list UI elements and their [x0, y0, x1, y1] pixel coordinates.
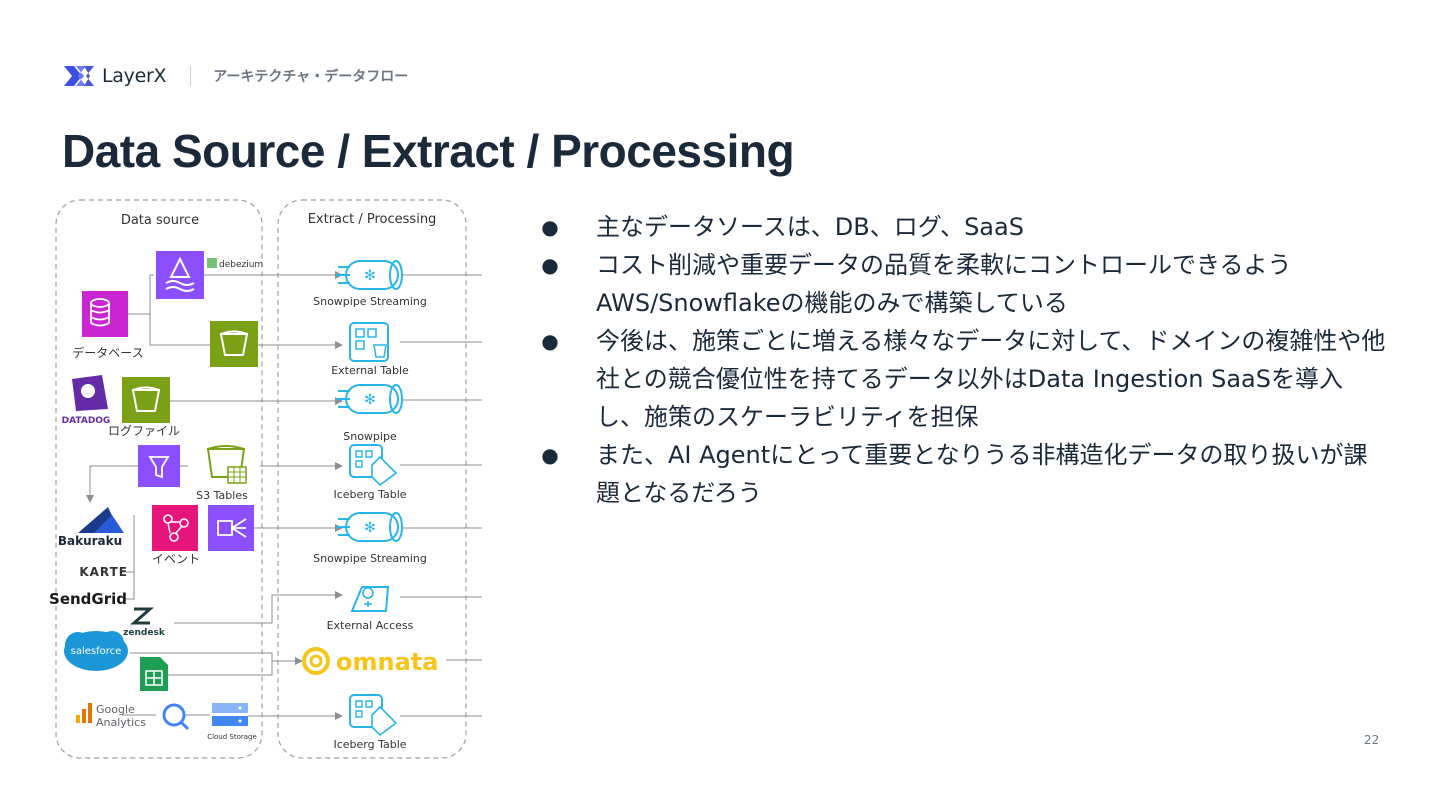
bakuraku-logo: Bakuraku [58, 507, 124, 548]
iceberg-table-icon-2 [349, 694, 398, 737]
diagram-label: Cloud Storage [207, 733, 257, 741]
cloud-storage-icon: Cloud Storage [207, 703, 257, 741]
omnata-logo: omnata [302, 647, 438, 676]
snowpipe-streaming-icon-1: ✻ [336, 260, 403, 290]
snowpipe-streaming-icon-2: ✻ [336, 512, 403, 542]
diagram-label: salesforce [71, 646, 122, 657]
sendgrid-logo: SendGrid [50, 590, 127, 608]
external-access-icon [350, 586, 390, 612]
karte-logo: KARTE [79, 565, 128, 579]
bigquery-icon [162, 703, 190, 731]
diagram-label: Google [96, 703, 135, 716]
processing-label-1: Snowpipe Streaming [313, 295, 427, 308]
datadog-logo: DATADOG [62, 375, 111, 426]
snowpipe-icon: ✻ [336, 384, 403, 414]
log-file-label: ログファイル [108, 424, 180, 438]
logo-text: LayerX [102, 65, 167, 87]
processing-column [277, 199, 467, 759]
database-icon [82, 291, 128, 337]
header: LayerX アーキテクチャ・データフロー [62, 62, 408, 90]
header-divider [190, 66, 192, 86]
s3-bucket-icon [210, 321, 258, 367]
architecture-diagram: Data source Extract / Processing [50, 195, 490, 765]
salesforce-logo: salesforce [64, 631, 128, 671]
event-label: イベント [152, 552, 200, 566]
s3-tables-label: S3 Tables [196, 489, 248, 502]
processing-label-3: Snowpipe [343, 430, 397, 443]
bullet-dot: ● [541, 215, 559, 239]
external-table-icon [349, 322, 389, 362]
firehose-stream-icon [208, 505, 254, 551]
layerx-logo-icon [64, 66, 94, 86]
processing-column-label: Extract / Processing [308, 212, 437, 227]
bullet-dot: ● [541, 443, 559, 467]
diagram-label: Analytics [96, 716, 146, 729]
iceberg-table-icon-1 [349, 444, 398, 487]
bullet-dot: ● [541, 253, 559, 277]
diagram-label: DATADOG [62, 416, 111, 426]
processing-label-2: External Table [331, 364, 409, 377]
bullet-item: ● 主なデータソースは、DB、ログ、SaaS [540, 208, 1390, 246]
s3-tables-icon [206, 445, 247, 484]
google-analytics-logo: Google Analytics [76, 703, 146, 729]
google-sheets-icon [140, 657, 168, 691]
diagram-label: debezium [219, 260, 263, 270]
svg-text:✻: ✻ [364, 520, 376, 536]
log-bucket-icon [122, 377, 170, 423]
connector-lines [89, 274, 482, 717]
svg-text:✻: ✻ [364, 268, 376, 284]
bullet-text: 主なデータソースは、DB、ログ、SaaS [596, 213, 1024, 241]
debezium-logo: debezium [207, 258, 263, 270]
page-number: 22 [1364, 733, 1380, 747]
msk-icon [156, 251, 204, 299]
bullet-item: ● また、AI Agentにとって重要となりうる非構造化データの取り扱いが課題とな… [540, 436, 1390, 512]
processing-label-4: Iceberg Table [333, 488, 406, 501]
bullet-list: ● 主なデータソースは、DB、ログ、SaaS ● コスト削減や重要データの品質を柔軟… [540, 208, 1390, 512]
bullet-text: コスト削減や重要データの品質を柔軟にコントロールできるようAWS/Snowfla… [596, 251, 1292, 317]
section-title: アーキテクチャ・データフロー [213, 69, 409, 85]
firehose-icon [138, 445, 180, 487]
diagram-label: omnata [336, 648, 438, 676]
page-title: Data Source / Extract / Processing [62, 125, 795, 177]
processing-label-5: Snowpipe Streaming [313, 552, 427, 565]
zendesk-logo: zendesk [123, 607, 166, 638]
diagram-label: zendesk [123, 628, 166, 638]
bullet-item: ● 今後は、施策ごとに増える様々なデータに対して、ドメインの複雑性や他社との競合優… [540, 322, 1390, 436]
bullet-item: ● コスト削減や重要データの品質を柔軟にコントロールできるようAWS/Snowfl… [540, 246, 1390, 322]
bullet-text: また、AI Agentにとって重要となりうる非構造化データの取り扱いが課題となる… [596, 441, 1368, 507]
layerx-logo: LayerX [62, 62, 167, 90]
svg-text:✻: ✻ [364, 392, 376, 408]
processing-label-6: External Access [327, 619, 414, 632]
data-source-column [55, 199, 263, 759]
eventbridge-icon [152, 505, 198, 551]
bullet-dot: ● [541, 329, 559, 353]
database-label: データベース [72, 345, 143, 360]
data-source-column-label: Data source [121, 213, 199, 228]
processing-label-8: Iceberg Table [333, 738, 406, 751]
bullet-text: 今後は、施策ごとに増える様々なデータに対して、ドメインの複雑性や他社との競合優位… [596, 327, 1386, 431]
diagram-label: Bakuraku [58, 534, 122, 548]
